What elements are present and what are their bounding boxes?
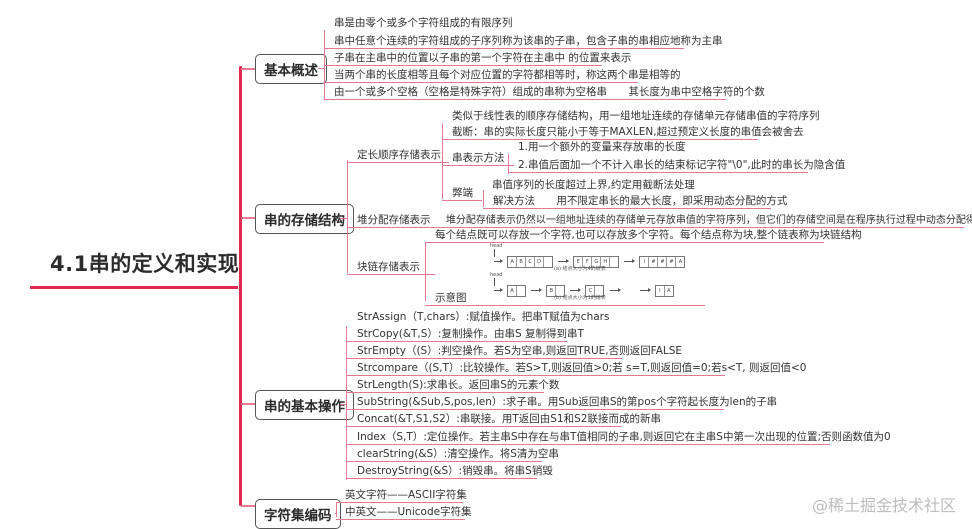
node-repr-method[interactable]: 串表示方法 (442, 150, 514, 166)
node-fixed-sequential[interactable]: 定长顺序存储表示 (347, 147, 449, 163)
node-drawback[interactable]: 弊端 (442, 185, 482, 201)
block-item: 每个结点既可以存放一个字符,也可以存放多个字符。每个结点称为块,整个链表称为块链… (425, 228, 862, 243)
solution-text: 用不限定串长的最大长度，即采用动态分配的方式 (556, 195, 788, 207)
op-item-2: StrEmpty（(S）:判空操作。若S为空串,则返回TRUE,否则返回FALS… (346, 344, 682, 359)
connector (483, 190, 485, 207)
basic-item-4: 由一个或多个空格（空格是特殊字符）组成的串称为空格串 其长度为串中空格字符的个数 (324, 85, 765, 100)
connector (425, 305, 705, 307)
op-item-1: StrCopy(&T,S）:复制操作。由串S 复制得到串T (346, 327, 584, 342)
head-label-a: head (490, 243, 503, 249)
topic-storage-structure[interactable]: 串的存储结构 (255, 204, 354, 234)
topic-basic-overview[interactable]: 基本概述 (255, 54, 327, 84)
connector (508, 154, 510, 174)
chunk-node: I###A (639, 255, 686, 268)
root-topic: 4.1串的定义和实现 (50, 252, 240, 276)
basic-item-1: 串中任意个连续的字符组成的子序列称为该串的子串，包含子串的串相应地称为主串 (324, 34, 723, 49)
connector (241, 505, 255, 507)
connector (442, 124, 444, 199)
op-item-0: StrAssign（T,chars）:赋值操作。把串T赋值为chars (357, 311, 610, 323)
op-item-3: Strcompare（(S,T）:比较操作。若S>T,则返回值>0;若 s=T,… (346, 361, 806, 376)
connector (425, 242, 427, 301)
main-trunk-line (239, 66, 242, 506)
basic-item-4-text: 由一个或多个空格（空格是特殊字符）组成的串称为空格串 (334, 86, 607, 98)
drawback-item: 串值序列的长度超过上界,约定用截断法处理 (492, 179, 695, 191)
chunk-node: A (507, 284, 527, 297)
topic-charset-encoding[interactable]: 字符集编码 (255, 499, 341, 529)
solution-label: 解决方法 (493, 195, 535, 207)
connector (318, 68, 324, 70)
fixed-item-0: 类似于线性表的顺序存储结构，用一组地址连续的存储单元存储串值的字符序列 (452, 110, 820, 122)
op-item-6: Concat(&T,S1,S2）:串联接。用T返回由S1和S2联接而成的新串 (346, 412, 661, 427)
drawback-solution: 解决方法 用不限定串长的最大长度，即采用动态分配的方式 (483, 194, 787, 209)
basic-item-3: 当两个串的长度相等且每个对应位置的字符都相等时，称这两个串是相等的 (324, 68, 681, 83)
heap-label: 堆分配存储表示 (357, 214, 431, 226)
op-item-4: StrLength(S):求串长。返回串S的元素个数 (346, 378, 559, 393)
op-item-8: clearString(&S）:清空操作。将S清为空串 (346, 447, 559, 462)
basic-item-0: 串是由零个或多个字符组成的有限序列 (334, 17, 513, 29)
head-label-b: head (490, 272, 503, 278)
repr-item-1: 2.串值后面加一个不计入串长的结束标记字符"\0",此时的串长为隐含值 (508, 158, 845, 173)
op-item-5: SubString(&Sub,S,pos,len）:求子串。用Sub返回串S的第… (346, 395, 777, 410)
connector (336, 503, 338, 517)
heap-item: 堆分配存储表示仍然以一组地址连续的存储单元存放串值的字符序列，但它们的存储空间是… (445, 215, 972, 226)
connector (346, 326, 348, 480)
connector (340, 404, 346, 406)
root-underline (30, 286, 238, 289)
topic-basic-operations[interactable]: 串的基本操作 (255, 390, 354, 420)
connector (324, 30, 326, 99)
watermark: @稀土掘金技术社区 (811, 496, 956, 515)
diagram-label: 示意图 (435, 292, 467, 304)
caption-b: (b) 结点大小为1的链表 (554, 295, 606, 301)
op-item-9: DestroyString(&S）:销毁串。将串S销毁 (346, 464, 553, 479)
connector (241, 217, 255, 219)
op-item-7: Index（S,T）:定位操作。若主串S中存在与串T值相同的子串,则返回它在主串… (346, 430, 891, 445)
connector (340, 218, 347, 220)
connector (241, 68, 255, 70)
fixed-item-1: 截断：串的实际长度只能小于等于MAXLEN,超过预定义长度的串值会被舍去 (442, 125, 804, 140)
repr-item-0: 1.用一个额外的变量来存放串的长度 (518, 141, 686, 153)
node-block-chain[interactable]: 块链存储表示 (347, 259, 435, 275)
node-heap-allocation[interactable]: 堆分配存储表示 堆分配存储表示仍然以一组地址连续的存储单元存放串值的字符序列，但… (347, 211, 972, 228)
connector (347, 160, 349, 273)
basic-item-2: 子串在主串中的位置以子串的第一个字符在主串中 的位置来表示 (324, 51, 631, 66)
charset-item-1: 中英文——Unicode字符集 (336, 505, 472, 520)
caption-a: (a) 结点大小为4的链表 (554, 266, 606, 272)
connector (241, 403, 255, 405)
charset-item-0: 英文字符——ASCII字符集 (336, 488, 467, 503)
basic-item-4-extra: 其长度为串中空格字符的个数 (628, 86, 765, 98)
